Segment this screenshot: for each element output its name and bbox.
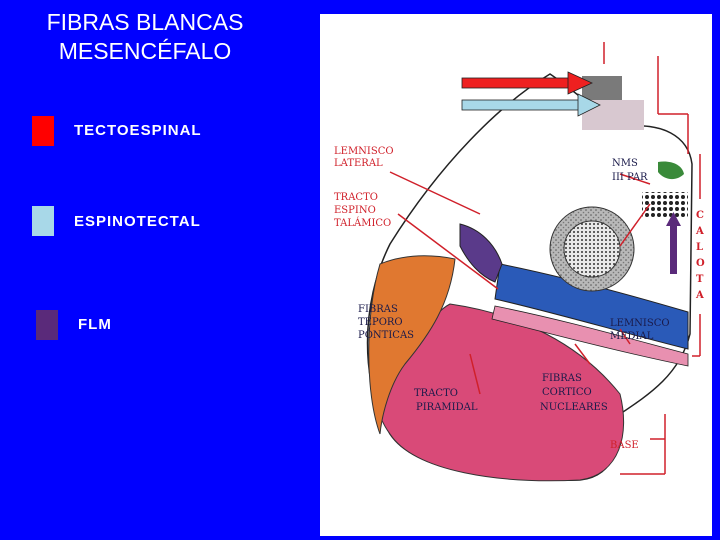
calota-letter: A (695, 226, 704, 237)
mesencephalon-diagram: LEMNISCO LATERAL TRACTO ESPINO TALÁMICO … (320, 14, 712, 536)
label-tracto-piramidal-2: PIRAMIDAL (416, 402, 478, 413)
calota-letter: L (696, 242, 703, 253)
calota-letter: O (696, 258, 705, 269)
label-lemnisco-medial-1: LEMNISCO (610, 318, 670, 329)
nucleo-iii-green (658, 161, 684, 180)
label-lemnisco-lateral-2: LATERAL (334, 158, 383, 169)
title-line-1: FIBRAS BLANCAS (46, 9, 244, 35)
label-fibras-teporo-2: TEPORO (358, 317, 403, 328)
calota-letter: A (695, 290, 704, 301)
label-fibras-cortico-3: NUCLEARES (540, 402, 608, 413)
flm-arrow (666, 212, 681, 274)
tectoespinal-arrow (461, 71, 593, 95)
label-fibras-teporo-3: PÓNTICAS (358, 329, 414, 341)
label-fibras-teporo-1: FIBRAS (358, 304, 398, 315)
label-fibras-cortico-1: FIBRAS (542, 373, 582, 384)
espinotalamico-region (459, 223, 503, 283)
label-tracto-espino-1: TRACTO (334, 192, 378, 203)
legend-label-tectoespinal: TECTOESPINAL (74, 122, 202, 139)
legend-swatch-tectoespinal (32, 116, 54, 146)
page-title: FIBRAS BLANCAS MESENCÉFALO (0, 8, 290, 66)
sustancia-negra-band (491, 305, 689, 367)
calota-letter: C (696, 210, 704, 221)
label-fibras-cortico-2: CORTICO (542, 387, 592, 398)
nucleo-rojo-core (563, 220, 621, 278)
calota-letter: T (696, 274, 704, 285)
legend-swatch-espinotectal (32, 206, 54, 236)
label-base: BASE (610, 440, 639, 451)
label-tracto-espino-2: ESPINO (334, 205, 376, 216)
legend-swatch-flm (36, 310, 58, 340)
fibras-teporo-region (368, 255, 456, 435)
label-lemnisco-medial-2: MEDIAL (610, 331, 654, 342)
title-line-2: MESENCÉFALO (58, 38, 232, 64)
label-tracto-espino-3: TALÁMICO (334, 217, 391, 229)
legend-label-flm: FLM (78, 316, 112, 333)
label-tracto-piramidal-1: TRACTO (414, 388, 458, 399)
label-calota: C A L O T A (695, 210, 705, 301)
legend-label-espinotectal: ESPINOTECTAL (74, 213, 201, 230)
espinotectal-arrow (461, 93, 601, 117)
label-lemnisco-lateral-1: LEMNISCO (334, 146, 394, 157)
annotation-lines (389, 42, 701, 475)
label-nms-2: III PAR (612, 172, 648, 183)
label-nms-1: NMS (612, 158, 638, 169)
